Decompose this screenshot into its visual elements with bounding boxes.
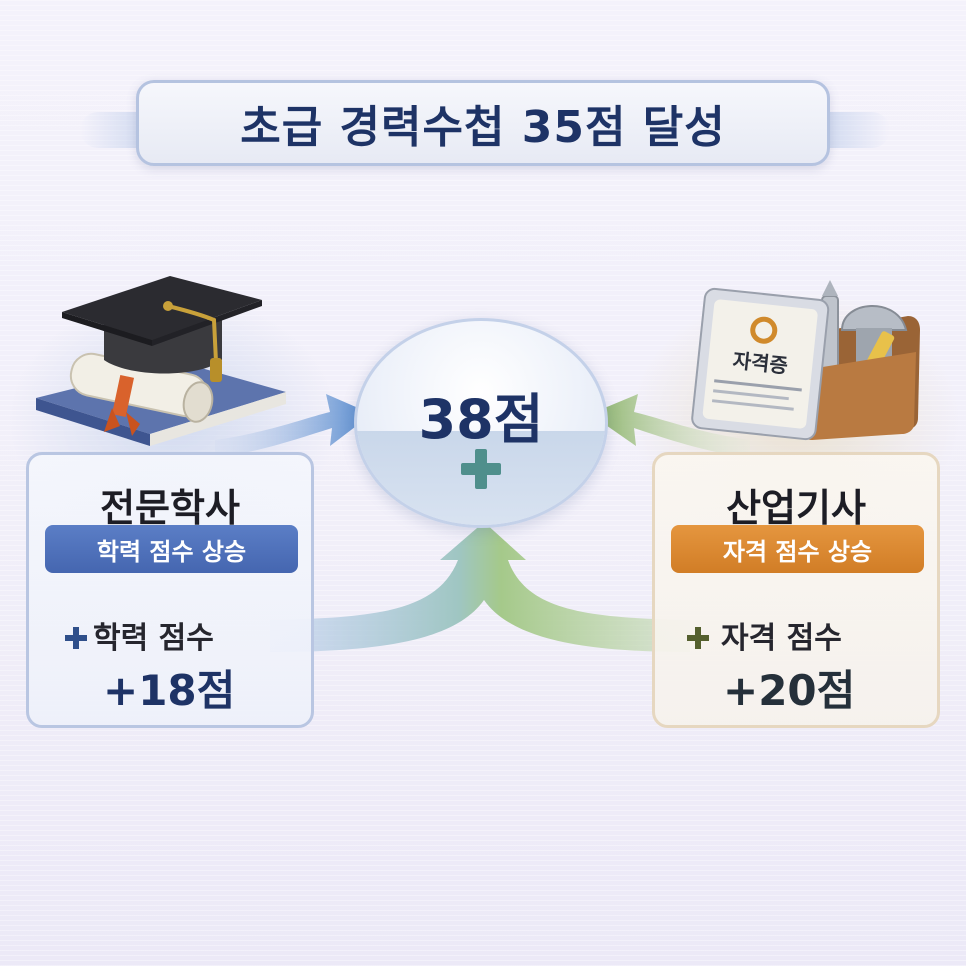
page-title: 초급 경력수첩 35점 달성	[240, 102, 726, 153]
right-plus-icon	[687, 627, 709, 649]
right-score-label: 자격 점수	[721, 621, 842, 656]
right-score-value: +20점	[723, 666, 856, 715]
total-score-circle: 38점	[354, 318, 608, 528]
left-score-label: 학력 점수	[93, 621, 214, 656]
center-plus-icon	[461, 449, 501, 489]
right-card-title: 산업기사	[726, 486, 866, 530]
right-badge: 자격 점수 상승	[671, 525, 924, 573]
left-card-education: 전문학사 학력 점수 상승 학력 점수 +18점	[26, 452, 314, 728]
left-badge: 학력 점수 상승	[45, 525, 298, 573]
left-card-title: 전문학사	[100, 486, 240, 530]
arrow-left-upper	[215, 394, 372, 458]
total-score-value: 38점	[418, 388, 544, 451]
left-score-value: +18점	[103, 666, 236, 715]
right-card-certification: 산업기사 자격 점수 상승 자격 점수 +20점	[652, 452, 940, 728]
title-banner: 초급 경력수첩 35점 달성	[136, 80, 830, 166]
left-plus-icon	[65, 627, 87, 649]
arrow-right-upper	[590, 394, 750, 458]
arrow-bottom-merge	[270, 522, 690, 652]
